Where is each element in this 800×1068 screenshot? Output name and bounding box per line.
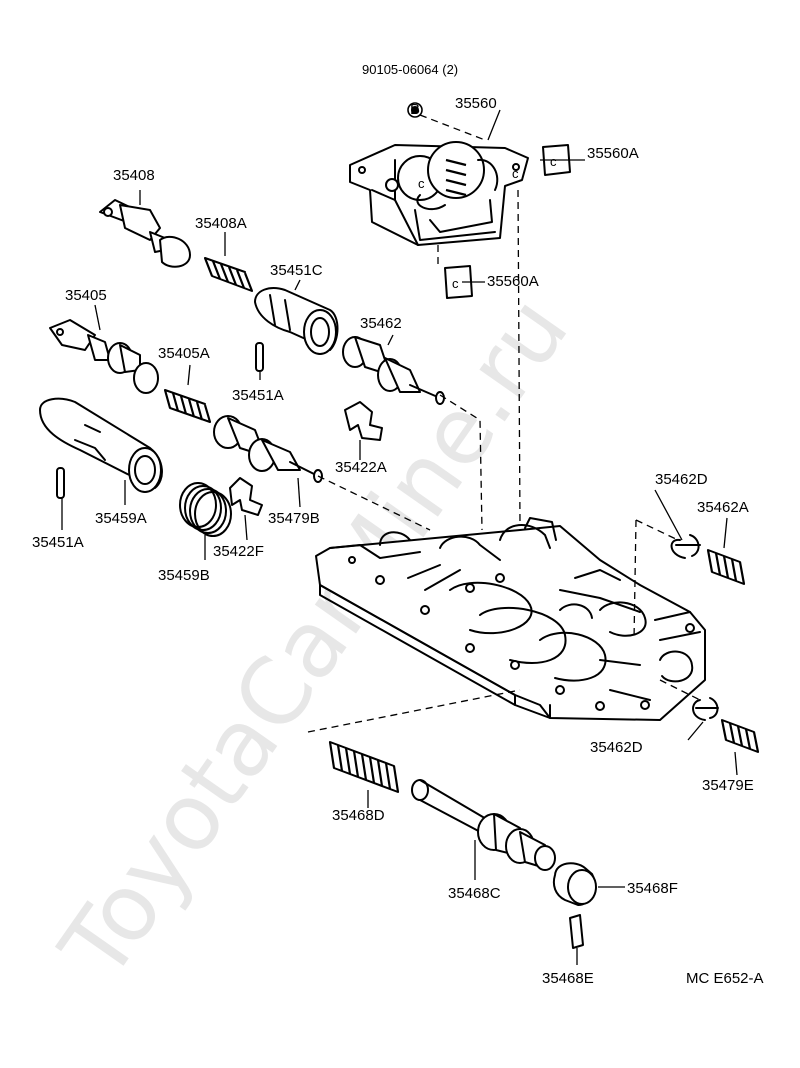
- label-retainer-mid: 35422A: [335, 459, 387, 476]
- valve-35479B: [213, 415, 323, 483]
- part-labels: 90105-06064 (2) B 35560 35560A 35560A 35…: [32, 62, 764, 987]
- label-clip-lower-right: 35462D: [590, 739, 643, 756]
- label-valve-mid-small: 35462: [360, 315, 402, 332]
- bolt-marker: [407, 102, 423, 118]
- label-valve-top: 35408: [113, 167, 155, 184]
- svg-text:c: c: [452, 276, 459, 291]
- valve-35408: [99, 199, 191, 268]
- label-valve-mid: 35405: [65, 287, 107, 304]
- valve-35405: [49, 319, 159, 394]
- spring-35468D: [328, 741, 400, 793]
- svg-text:c: c: [418, 176, 425, 191]
- label-spring-top: 35408A: [195, 215, 247, 232]
- valve-body: [315, 517, 706, 721]
- label-spring-right: 35462A: [697, 499, 749, 516]
- retainer-35422A: [344, 401, 383, 441]
- label-bolt: 90105-06064 (2): [362, 62, 458, 77]
- label-valve-low: 35479B: [268, 510, 320, 527]
- label-gasket-lower: 35560A: [487, 273, 539, 290]
- assembly-lines: [307, 114, 701, 733]
- pin-35451A-low: [56, 467, 65, 499]
- clip-35462D-lower: [692, 697, 719, 721]
- gasket-lower: c: [444, 265, 473, 299]
- valve-35468C: [411, 779, 556, 871]
- sleeve-35451C: [254, 287, 339, 355]
- retainer-35422F: [229, 477, 263, 516]
- label-pin-mid: 35451A: [232, 387, 284, 404]
- solenoid-assembly: c c: [349, 141, 529, 246]
- label-clip-right: 35462D: [655, 471, 708, 488]
- label-bolt-marker: B: [410, 101, 420, 118]
- label-pin-low: 35451A: [32, 534, 84, 551]
- spring-35408A: [203, 257, 254, 292]
- label-retainer-low: 35422F: [213, 543, 264, 560]
- label-spring-bottom: 35468D: [332, 807, 385, 824]
- label-spring-mid: 35405A: [158, 345, 210, 362]
- spring-35479E: [720, 719, 760, 753]
- pin-35451A-mid: [255, 342, 264, 372]
- label-gasket-right: 35560A: [587, 145, 639, 162]
- pin-35468E: [569, 914, 584, 949]
- label-valve-bottom: 35468C: [448, 885, 501, 902]
- svg-text:c: c: [550, 154, 557, 169]
- figure-code: MC E652-A: [686, 970, 764, 987]
- label-spring-lower-right: 35479E: [702, 777, 754, 794]
- label-pin-bottom: 35468E: [542, 970, 594, 987]
- spring-35405A: [163, 389, 212, 423]
- valve-35462: [342, 336, 445, 405]
- svg-text:c: c: [512, 166, 519, 181]
- spring-35459B: [179, 482, 232, 537]
- spring-35462A: [706, 549, 746, 585]
- label-plug-bottom: 35468F: [627, 880, 678, 897]
- sleeve-35459A: [39, 397, 163, 493]
- plug-35468F: [552, 862, 597, 906]
- label-solenoid: 35560: [455, 95, 497, 112]
- label-spring-low: 35459B: [158, 567, 210, 584]
- label-sleeve-low: 35459A: [95, 510, 147, 527]
- label-sleeve-top: 35451C: [270, 262, 323, 279]
- clip-35462D-upper: [670, 534, 701, 559]
- leader-lines: [61, 109, 738, 965]
